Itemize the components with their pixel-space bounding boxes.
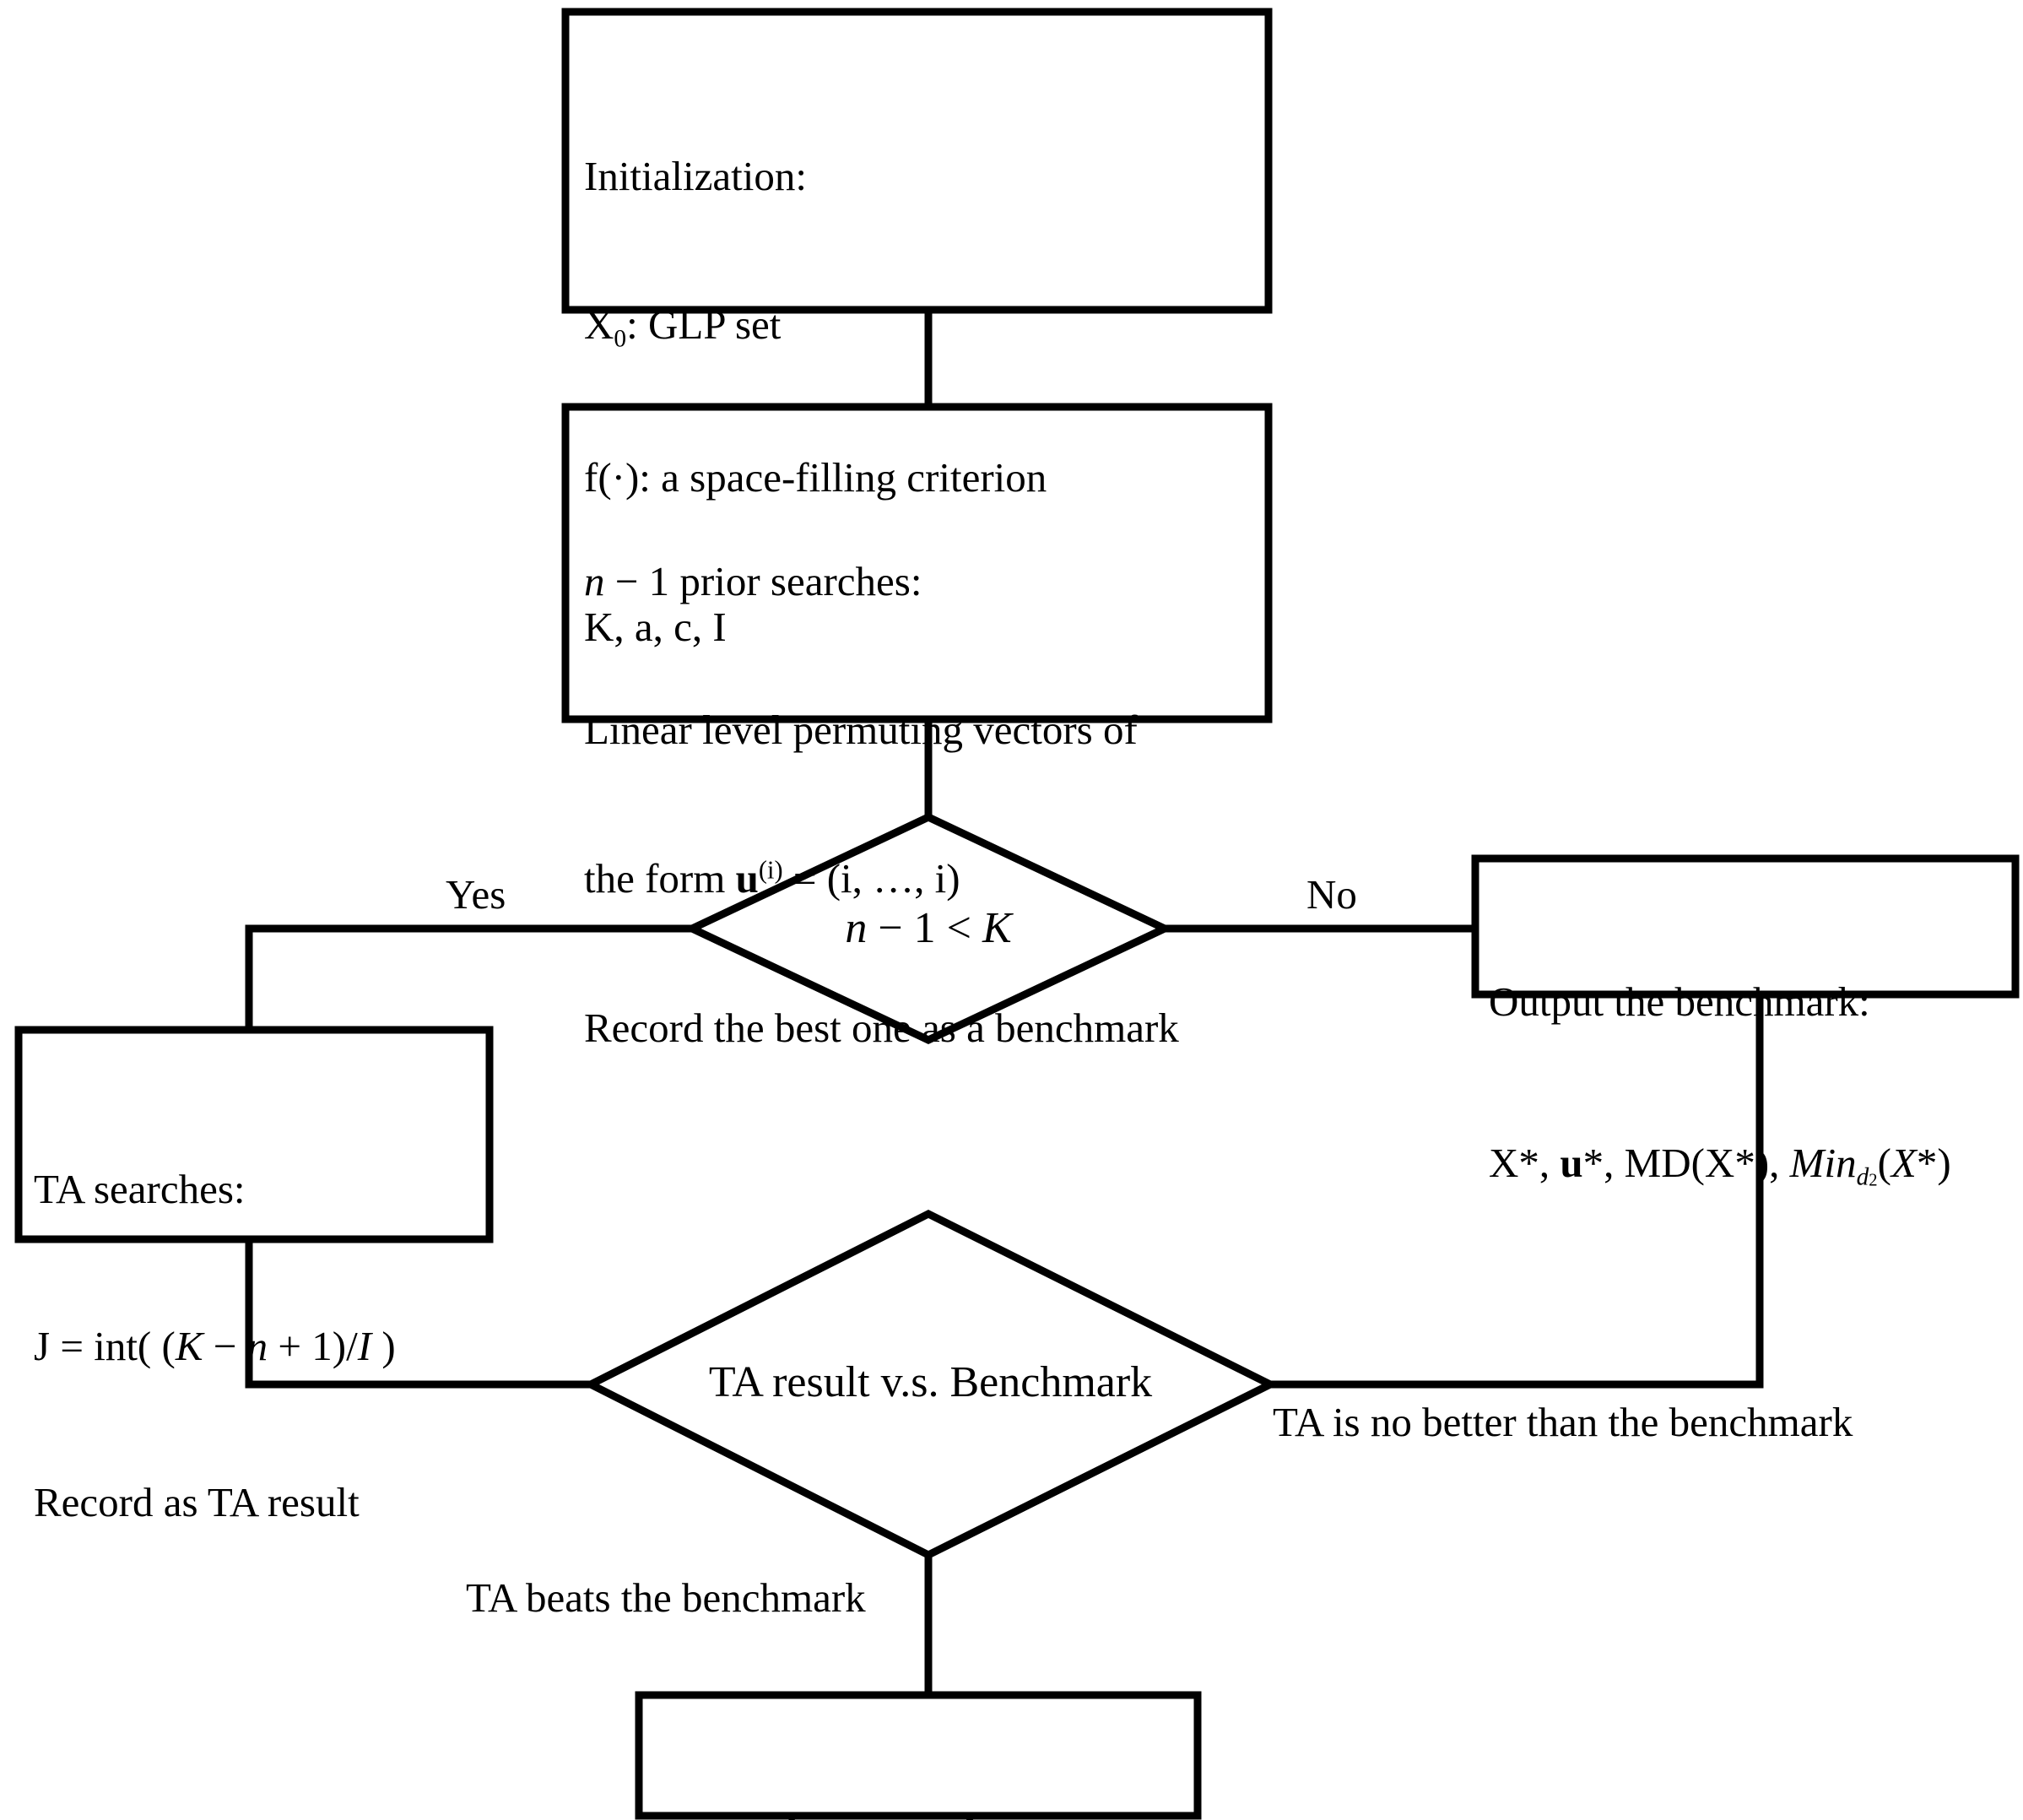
node-ta-searches-box [14, 1026, 494, 1243]
edge-label-ta-beats: TA beats the benchmark [466, 1574, 866, 1621]
node-output-ta-text: Output the TA result: X*, u*, MD(X*), Mi… [652, 1700, 1209, 1820]
init-line-3: f(·): a space-filling criterion [584, 454, 1047, 501]
edge-label-ta-no-better: TA is no better than the benchmark [1273, 1399, 1853, 1445]
init-line-4: K, a, c, I [584, 603, 727, 650]
prior-line-1: n − 1 prior searches: [584, 557, 922, 604]
node-prior-searches-box [561, 403, 1273, 723]
decision-k-K: K [982, 904, 1012, 952]
node-init-box [561, 8, 1273, 314]
decision-compare-text: TA result v.s. Benchmark [708, 1358, 1153, 1406]
node-ta-searches-text: TA searches: J = int( (K − n + 1)/I ) Re… [34, 1059, 494, 1633]
node-decision-k-label: n − 1 < K [692, 903, 1165, 953]
prior-line-4: Record the best one as a benchmark [584, 1004, 1179, 1051]
ta-searches-line-1: TA searches: [34, 1166, 246, 1213]
prior-line-3: the form u(i) = (i, …, i) [584, 855, 960, 902]
decision-k-n: n [845, 904, 868, 952]
node-decision-compare-label: TA result v.s. Benchmark [591, 1357, 1270, 1407]
init-line-2: X0: GLP set [584, 301, 782, 353]
init-line-1: Initialization: [584, 152, 807, 199]
output-ta-line-1: Output the TA result: [652, 1807, 1209, 1820]
node-prior-searches-text: n − 1 prior searches: Linear level permu… [584, 458, 1259, 1152]
output-benchmark-line-2: X*, u*, MD(X*), Mind2(X*) [1489, 1140, 1951, 1191]
edge-label-yes: Yes [446, 871, 506, 918]
ta-searches-line-2: J = int( (K − n + 1)/I ) [34, 1322, 396, 1369]
output-benchmark-line-1: Output the benchmark: [1489, 978, 1870, 1026]
edge-label-no: No [1306, 871, 1357, 918]
node-decision-compare-diamond [582, 1209, 1279, 1560]
node-output-benchmark-text: Output the benchmark: X*, u*, MD(X*), Mi… [1489, 868, 2023, 1301]
prior-line-2: Linear level permuting vectors of [584, 706, 1138, 753]
connector-ta-worse-branch [1270, 994, 1764, 1389]
node-output-benchmark-box [1471, 854, 2020, 999]
ta-searches-line-3: Record as TA result [34, 1478, 360, 1525]
node-init-text: Initialization: X0: GLP set f(·): a spac… [584, 52, 1259, 751]
node-output-ta-box [635, 1691, 1202, 1820]
decision-k-op: − 1 < [867, 904, 982, 952]
node-decision-k-diamond [683, 813, 1174, 1044]
